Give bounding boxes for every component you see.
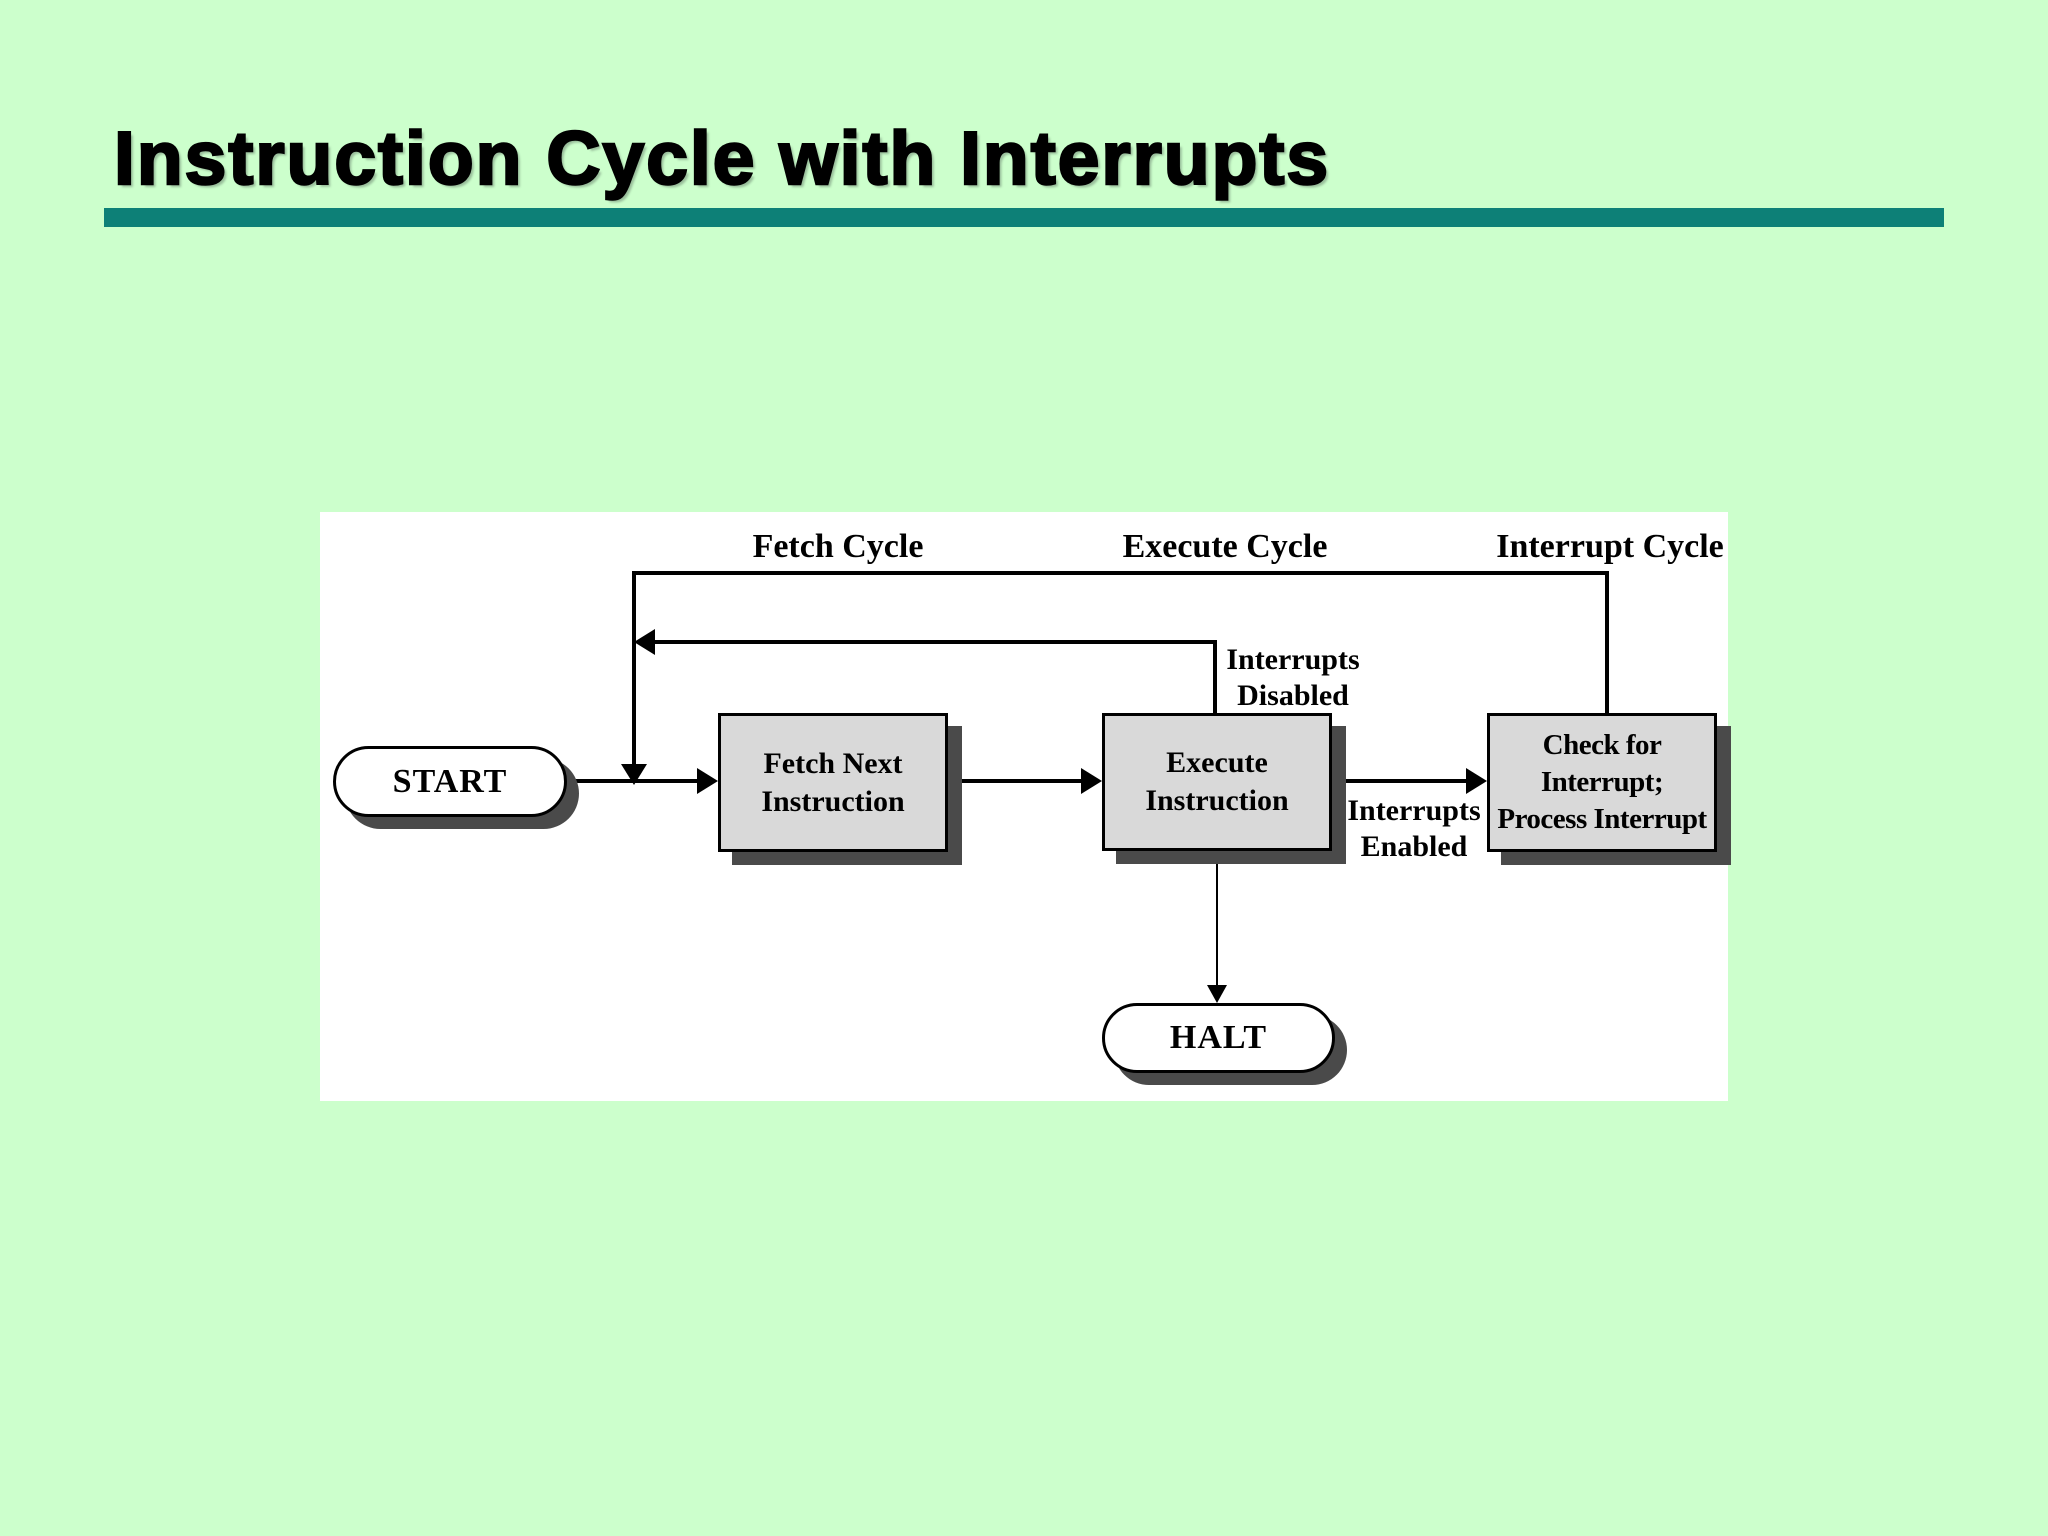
arrowhead-left-disabled-icon [634,629,655,655]
interrupts-enabled-line2: Enabled [1360,830,1468,863]
interrupts-enabled-line1: Interrupts [1347,794,1481,827]
arrowhead-into-check-icon [1466,768,1487,794]
interrupts-disabled-line2: Disabled [1237,679,1349,712]
title-underline-rule [104,208,1944,227]
edge-start-to-fetch [567,779,701,783]
interrupts-enabled-label: Interrupts Enabled [1339,793,1489,865]
arrowhead-into-execute-icon [1081,768,1102,794]
edge-interrupt-return-vertical-right [1605,571,1609,713]
check-box-line1: Check for [1542,729,1662,761]
start-label: START [392,762,508,800]
slide-title: Instruction Cycle with Interrupts [113,116,1331,200]
edge-execute-to-halt [1216,850,1218,985]
interrupts-disabled-label: Interrupts Disabled [1218,642,1368,714]
edge-execute-to-check [1332,779,1469,783]
execute-box-line2: Instruction [1145,784,1289,817]
halt-node: HALT [1102,1003,1335,1073]
check-box-line2: Interrupt; [1540,766,1664,798]
arrowhead-into-fetch-icon [697,768,718,794]
check-process-interrupt-box: Check for Interrupt; Process Interrupt [1487,713,1717,852]
edge-interrupts-disabled-vertical [1213,640,1217,713]
edge-interrupts-disabled-horizontal [653,640,1217,644]
fetch-box-line2: Instruction [761,784,905,818]
halt-label: HALT [1169,1019,1268,1056]
interrupts-disabled-line1: Interrupts [1226,643,1360,676]
diagram-panel: Fetch Cycle Execute Cycle Interrupt Cycl… [320,512,1728,1101]
start-node: START [333,746,567,817]
fetch-box-line1: Fetch Next [763,746,903,780]
edge-interrupt-return-vertical-left [632,571,636,765]
execute-box-line1: Execute [1166,746,1268,779]
execute-instruction-box: Execute Instruction [1102,713,1332,851]
arrowhead-into-halt-icon [1207,985,1227,1003]
fetch-next-instruction-box: Fetch Next Instruction [718,713,948,852]
fetch-cycle-label: Fetch Cycle [752,528,924,565]
edge-fetch-to-execute [948,779,1084,783]
execute-cycle-label: Execute Cycle [1122,528,1328,565]
check-box-line3: Process Interrupt [1497,803,1707,835]
edge-interrupt-return-horizontal [632,571,1609,575]
interrupt-cycle-label: Interrupt Cycle [1496,528,1724,565]
